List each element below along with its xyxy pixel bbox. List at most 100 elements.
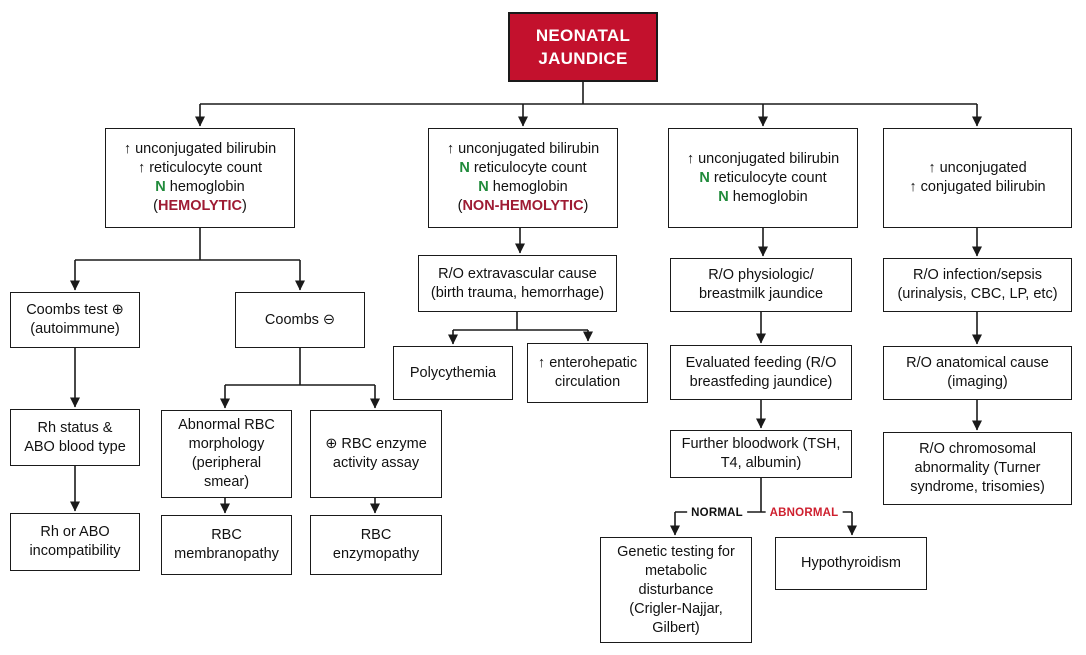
node-coombs-negative: Coombs ⊖ bbox=[235, 292, 365, 348]
node-abnormal-rbc-morphology: Abnormal RBC morphology (peripheral smea… bbox=[161, 410, 292, 498]
node-line: R/O extravascular cause bbox=[438, 265, 597, 282]
node-line: smear) bbox=[203, 474, 250, 490]
node-line: Gilbert) bbox=[652, 619, 700, 636]
node-enterohepatic-circulation: ↑ enterohepatic circulation bbox=[527, 343, 648, 403]
node-rbc-membranopathy: RBC membranopathy bbox=[161, 515, 292, 575]
node-line: incompatibility bbox=[29, 543, 121, 559]
node-line: (peripheral bbox=[191, 455, 262, 471]
node-physiologic-criteria: ↑ unconjugated bilirubin N reticulocyte … bbox=[668, 128, 858, 228]
node-line: RBC bbox=[360, 527, 392, 543]
normal-marker: N bbox=[478, 179, 489, 195]
node-line: Abnormal RBC bbox=[178, 417, 275, 433]
text-span: ) bbox=[583, 198, 589, 214]
node-line: metabolic bbox=[644, 562, 708, 579]
node-line: (birth trauma, hemorrhage) bbox=[430, 284, 605, 301]
node-line: abnormality (Turner bbox=[914, 460, 1041, 476]
node-line: breastmilk jaundice bbox=[698, 286, 824, 302]
node-hemolytic-criteria: ↑ unconjugated bilirubin ↑ reticulocyte … bbox=[105, 128, 295, 228]
node-line: Coombs test ⊕ bbox=[26, 302, 124, 318]
node-rbc-enzymopathy: RBC enzymopathy bbox=[310, 515, 442, 575]
node-line: R/O anatomical cause bbox=[906, 355, 1049, 371]
title-box-neonatal-jaundice: NEONATAL JAUNDICE bbox=[508, 12, 658, 82]
node-line: Polycythemia bbox=[409, 364, 497, 381]
node-line: N hemoglobin bbox=[718, 188, 807, 207]
node-line: (autoimmune) bbox=[30, 321, 120, 337]
node-line: R/O chromosomal bbox=[919, 441, 1036, 457]
node-conjugated-criteria: ↑ unconjugated ↑ conjugated bilirubin bbox=[883, 128, 1072, 228]
node-polycythemia: Polycythemia bbox=[393, 346, 513, 400]
node-coombs-positive: Coombs test ⊕ (autoimmune) bbox=[10, 292, 140, 348]
node-line: N reticulocyte count bbox=[699, 169, 826, 188]
node-line: N hemoglobin bbox=[155, 178, 244, 197]
branch-label-abnormal: ABNORMAL bbox=[765, 507, 843, 519]
node-line: N hemoglobin bbox=[478, 178, 567, 197]
node-line: R/O infection/sepsis bbox=[913, 267, 1042, 283]
node-hypothyroidism: Hypothyroidism bbox=[775, 537, 927, 590]
node-line: Hypothyroidism bbox=[801, 555, 901, 571]
node-line: RBC bbox=[211, 527, 242, 543]
node-nonhemolytic-criteria: ↑ unconjugated bilirubin N reticulocyte … bbox=[428, 128, 618, 228]
node-line: (NON-HEMOLYTIC) bbox=[458, 197, 589, 216]
node-line: (Crigler-Najjar, bbox=[629, 600, 723, 617]
hemolytic-tag: HEMOLYTIC bbox=[157, 198, 243, 214]
node-line: N reticulocyte count bbox=[459, 159, 586, 178]
text-span: hemoglobin bbox=[728, 188, 808, 205]
node-anatomical-cause: R/O anatomical cause (imaging) bbox=[883, 346, 1072, 400]
node-line: (HEMOLYTIC) bbox=[153, 197, 247, 216]
node-line: ↑ enterohepatic bbox=[537, 355, 638, 371]
text-span: reticulocyte count bbox=[709, 169, 827, 186]
node-line: membranopathy bbox=[174, 546, 279, 562]
branch-label-normal: NORMAL bbox=[687, 507, 747, 519]
node-line: Evaluated feeding (R/O bbox=[685, 354, 837, 371]
title-line: NEONATAL bbox=[535, 26, 631, 45]
node-further-bloodwork: Further bloodwork (TSH, T4, albumin) bbox=[670, 430, 852, 478]
nonhemolytic-tag: NON-HEMOLYTIC bbox=[462, 198, 584, 214]
node-line: ↑ reticulocyte count bbox=[137, 160, 263, 176]
node-line: Further bloodwork (TSH, bbox=[681, 436, 841, 452]
node-line: activity assay bbox=[332, 455, 420, 471]
node-physiologic-breastmilk: R/O physiologic/ breastmilk jaundice bbox=[670, 258, 852, 312]
title-line: JAUNDICE bbox=[538, 49, 628, 68]
node-infection-sepsis: R/O infection/sepsis (urinalysis, CBC, L… bbox=[883, 258, 1072, 312]
normal-marker: N bbox=[155, 179, 166, 195]
node-line: Rh or ABO bbox=[40, 524, 110, 540]
node-line: ↑ unconjugated bbox=[928, 160, 1027, 176]
text-span: reticulocyte count bbox=[469, 160, 587, 176]
node-line: ⊕ RBC enzyme bbox=[325, 436, 427, 452]
text-span: ( bbox=[457, 198, 463, 214]
node-line: ↑ unconjugated bilirubin bbox=[446, 141, 600, 157]
node-line: Genetic testing for bbox=[617, 543, 735, 560]
node-line: breastfeding jaundice) bbox=[689, 373, 833, 390]
normal-marker: N bbox=[459, 160, 470, 176]
node-line: (urinalysis, CBC, LP, etc) bbox=[897, 286, 1058, 302]
node-extravascular-cause: R/O extravascular cause (birth trauma, h… bbox=[418, 255, 617, 312]
node-evaluated-feeding: Evaluated feeding (R/O breastfeding jaun… bbox=[670, 345, 852, 400]
normal-marker: N bbox=[718, 188, 729, 205]
node-line: T4, albumin) bbox=[720, 455, 802, 471]
node-rbc-enzyme-assay: ⊕ RBC enzyme activity assay bbox=[310, 410, 442, 498]
arrow-segments bbox=[70, 104, 982, 536]
node-line: enzymopathy bbox=[332, 546, 420, 562]
node-line: syndrome, trisomies) bbox=[910, 479, 1045, 495]
node-rh-status-abo-type: Rh status & ABO blood type bbox=[10, 409, 140, 466]
node-line: ↑ conjugated bilirubin bbox=[909, 179, 1046, 195]
node-line: disturbance bbox=[638, 581, 714, 598]
normal-marker: N bbox=[699, 169, 710, 186]
node-line: R/O physiologic/ bbox=[708, 267, 814, 283]
node-line: ↑ unconjugated bilirubin bbox=[686, 150, 840, 167]
node-line: ↑ unconjugated bilirubin bbox=[123, 141, 277, 157]
text-span: hemoglobin bbox=[165, 179, 245, 195]
node-line: ABO blood type bbox=[24, 438, 126, 455]
node-line: (imaging) bbox=[947, 374, 1008, 390]
node-line: circulation bbox=[554, 374, 621, 390]
text-span: ) bbox=[242, 198, 247, 214]
text-span: hemoglobin bbox=[488, 179, 568, 195]
node-line: Coombs ⊖ bbox=[264, 311, 336, 328]
node-rh-abo-incompatibility: Rh or ABO incompatibility bbox=[10, 513, 140, 571]
node-line: Rh status & bbox=[37, 419, 113, 436]
node-chromosomal-abnormality: R/O chromosomal abnormality (Turner synd… bbox=[883, 432, 1072, 505]
text-span: ( bbox=[153, 198, 158, 214]
node-genetic-testing: Genetic testing for metabolic disturbanc… bbox=[600, 537, 752, 643]
